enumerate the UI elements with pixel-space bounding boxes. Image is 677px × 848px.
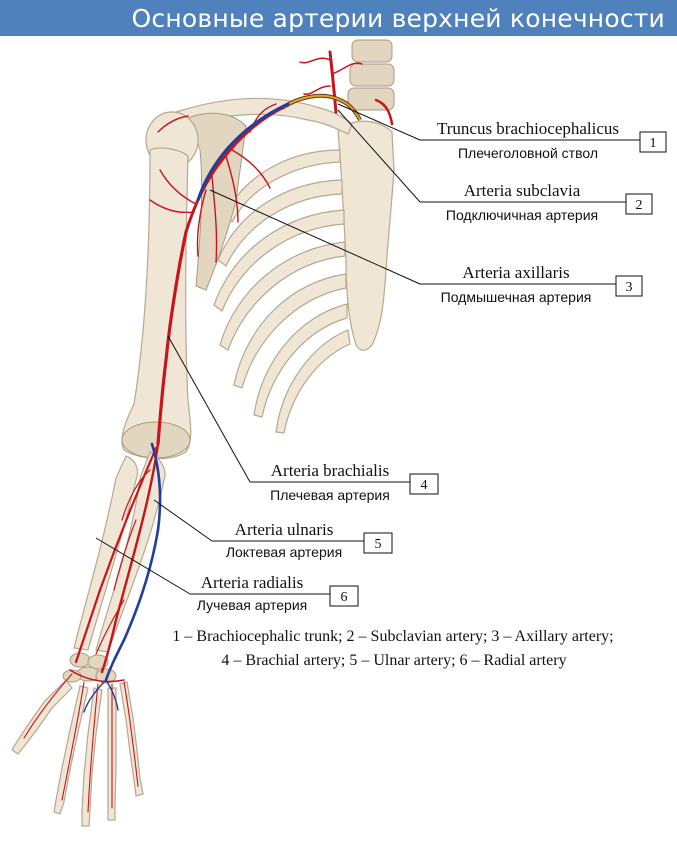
label-latin: Arteria radialis [201, 573, 303, 592]
label-ulnar-artery: Arteria ulnaris Локтевая артерия 5 [226, 520, 393, 560]
radial-artery [74, 446, 158, 664]
leader-lines [95, 103, 640, 595]
thoracic-branches [196, 103, 277, 263]
label-number: 5 [375, 537, 382, 552]
shoulder-branches [149, 115, 197, 214]
clavicle [175, 97, 353, 135]
brachiocephalic-trunk-highlight [281, 94, 361, 121]
brachial-artery [156, 230, 188, 446]
rib-cage [213, 149, 351, 434]
number-box [625, 193, 653, 215]
label-brachial-artery: Arteria brachialis Плечевая артерия 4 [270, 461, 439, 503]
number-box [409, 473, 439, 495]
number-box [329, 585, 359, 607]
neck-branches [299, 57, 363, 95]
page-title: Основные артерии верхней конечности [131, 3, 665, 33]
forearm-branches [95, 469, 151, 655]
skeleton [11, 39, 395, 827]
label-latin: Arteria axillaris [462, 263, 569, 282]
label-subclavian-artery: Arteria subclavia Подключичная артерия 2 [446, 181, 653, 223]
label-russian: Плечевая артерия [270, 487, 390, 503]
label-latin: Truncus brachiocephalicus [437, 119, 619, 138]
axillary-vein [196, 102, 290, 202]
label-number: 2 [636, 198, 643, 213]
label-number: 1 [650, 136, 657, 151]
hand-veins [83, 679, 119, 713]
number-box [615, 275, 643, 297]
digital-arteries [23, 673, 139, 813]
carpals [62, 652, 117, 684]
common-carotid-artery [328, 50, 338, 114]
hand-bones [11, 679, 144, 827]
label-latin: Arteria subclavia [464, 181, 581, 200]
label-latin: Arteria brachialis [271, 461, 389, 480]
title-bar: Основные артерии верхней конечности [0, 0, 677, 36]
humerus [121, 147, 192, 460]
basilic-vein [104, 442, 162, 682]
label-number: 4 [421, 478, 428, 493]
palmar-arch [69, 669, 125, 683]
label-russian: Локтевая артерия [226, 544, 342, 560]
label-number: 6 [341, 590, 348, 605]
label-russian: Плечеголовной ствол [458, 145, 598, 161]
label-latin: Arteria ulnaris [235, 520, 334, 539]
ulnar-artery [100, 442, 160, 674]
cervical-spine [347, 39, 395, 111]
legend-line-2: 4 – Brachial artery; 5 – Ulnar artery; 6… [221, 652, 566, 669]
number-box [639, 131, 667, 153]
legend-line-1: 1 – Brachiocephalic trunk; 2 – Subclavia… [172, 628, 613, 645]
radius [73, 455, 139, 651]
legend-caption: 1 – Brachiocephalic trunk; 2 – Subclavia… [172, 628, 613, 669]
label-russian: Подмышечная артерия [441, 289, 592, 305]
vessels [23, 50, 394, 813]
label-russian: Лучевая артерия [197, 597, 307, 613]
label-axillary-artery: Arteria axillaris Подмышечная артерия 3 [441, 263, 643, 305]
label-number: 3 [626, 280, 633, 295]
label-brachiocephalic-trunk: Truncus brachiocephalicus Плечеголовной … [437, 119, 667, 161]
scapula [187, 112, 247, 291]
label-radial-artery: Arteria radialis Лучевая артерия 6 [197, 573, 359, 613]
number-box [363, 532, 393, 554]
label-russian: Подключичная артерия [446, 207, 598, 223]
aorta-right [374, 98, 394, 126]
